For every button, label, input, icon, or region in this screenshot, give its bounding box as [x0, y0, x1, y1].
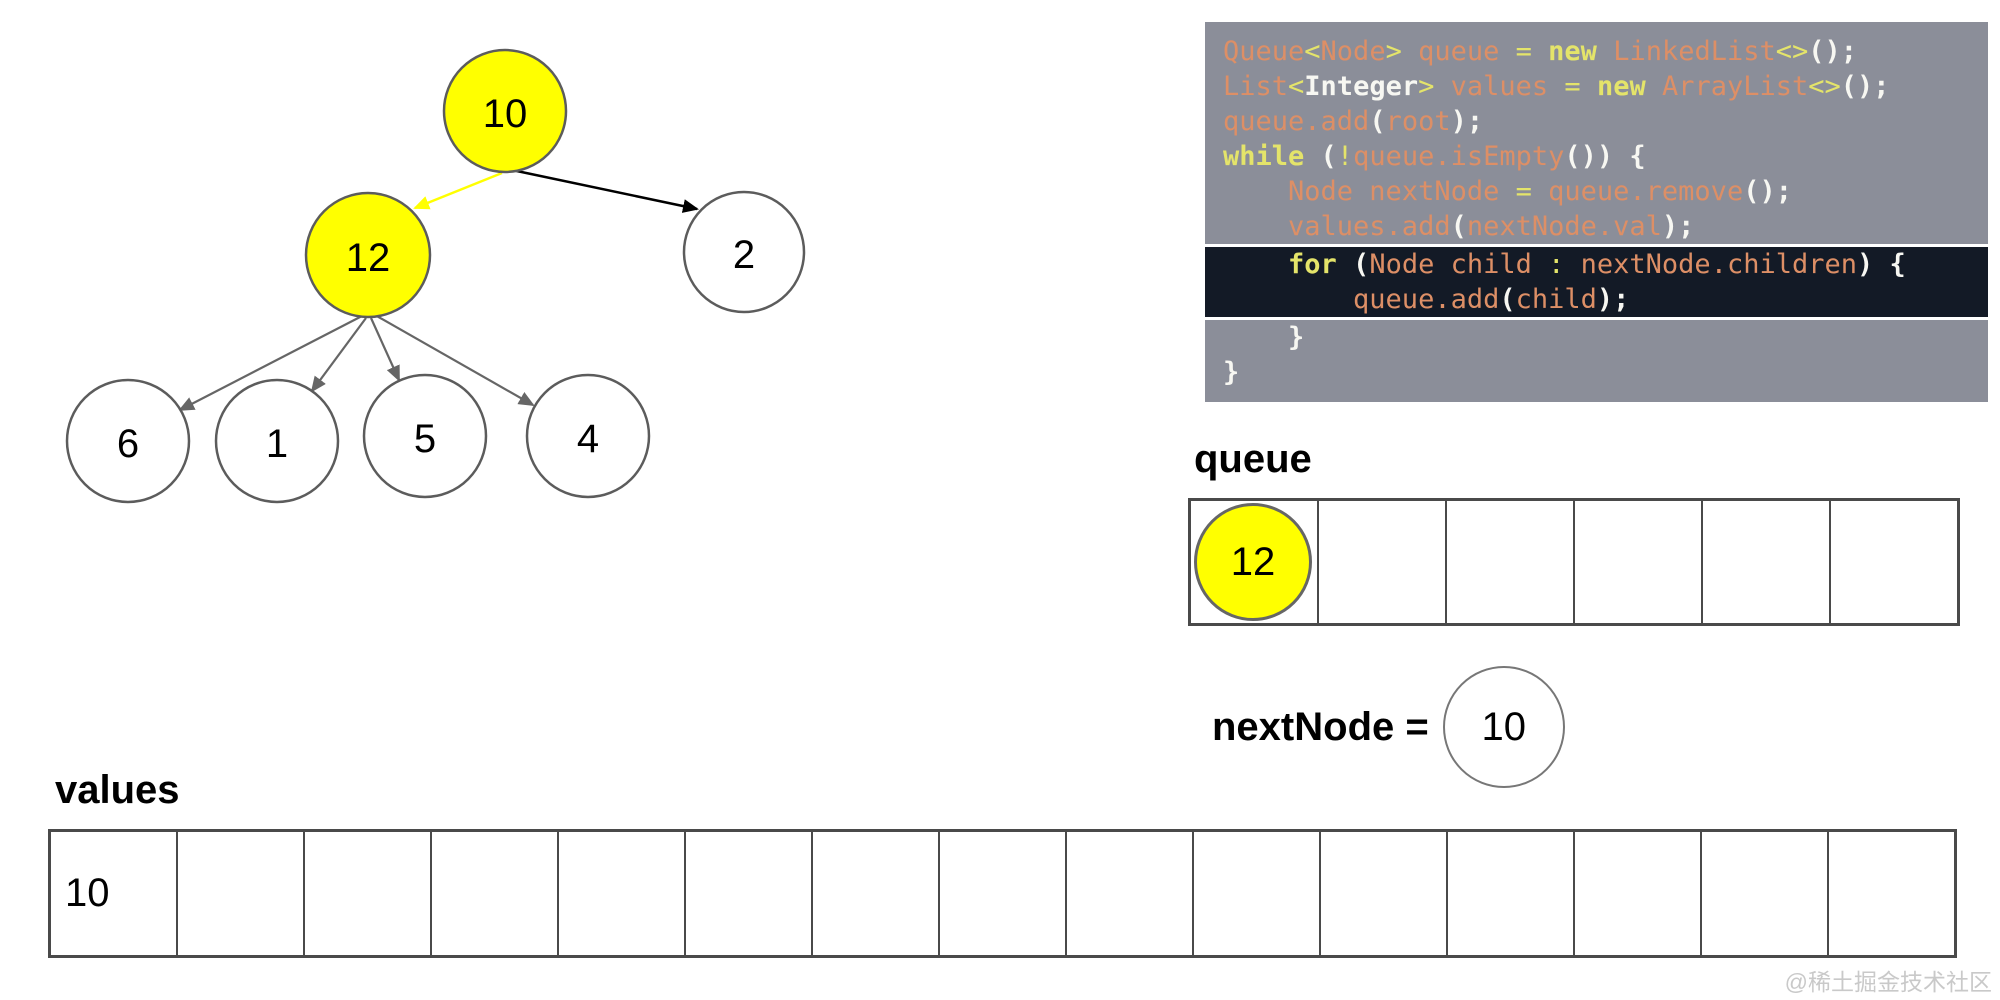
tree-node-12: 12 — [304, 191, 432, 319]
tree-node-6: 6 — [65, 378, 191, 504]
queue-cell — [1319, 501, 1447, 623]
queue-cell — [1575, 501, 1703, 623]
tree-node-5: 5 — [362, 373, 488, 499]
values-cell — [559, 832, 686, 955]
code-line: queue.add(child); — [1223, 284, 1630, 315]
tree-node-value: 12 — [346, 236, 391, 280]
tree-node-4: 4 — [525, 373, 651, 499]
next-node-label: nextNode = — [1212, 704, 1429, 749]
tree-edge — [310, 317, 367, 393]
tree-edge — [413, 171, 503, 210]
values-cell — [1829, 832, 1954, 955]
tree-node-value: 4 — [577, 417, 599, 461]
values-cell — [1702, 832, 1829, 955]
values-cell — [1067, 832, 1194, 955]
queue-cell — [1447, 501, 1575, 623]
tree-node-1: 1 — [214, 378, 340, 504]
tree-node-value: 2 — [733, 233, 755, 277]
queue-cell — [1831, 501, 1957, 623]
next-node-row: nextNode = 10 — [1212, 665, 1565, 789]
values-cell: 10 — [51, 832, 178, 955]
tree-node-value: 10 — [483, 92, 528, 136]
watermark: @稀土掘金技术社区 — [1784, 969, 1992, 995]
queue-item-circle: 12 — [1194, 503, 1312, 621]
tree-node-10: 10 — [442, 48, 568, 174]
code-highlighted-block: for (Node child : nextNode.children) { q… — [1205, 244, 1988, 320]
values-label: values — [55, 768, 180, 812]
values-cell — [432, 832, 559, 955]
code-line: } — [1223, 357, 1240, 388]
queue-cell — [1703, 501, 1831, 623]
queue-array: 12 — [1188, 498, 1960, 626]
values-cell — [1448, 832, 1575, 955]
code-line: Queue<Node> queue = new LinkedList<>(); — [1223, 36, 1858, 67]
values-cell — [1575, 832, 1702, 955]
values-cell — [305, 832, 432, 955]
tree-node-value: 1 — [266, 422, 288, 466]
code-line: Node nextNode = queue.remove(); — [1223, 176, 1792, 207]
next-node-circle: 10 — [1442, 666, 1565, 788]
values-cell — [178, 832, 305, 955]
code-line: List<Integer> values = new ArrayList<>()… — [1223, 71, 1890, 102]
tree-edge — [178, 315, 363, 411]
values-cell — [1194, 832, 1321, 955]
code-line: while (!queue.isEmpty()) { — [1223, 141, 1646, 172]
tree-edge — [374, 314, 535, 406]
tree-node-value: 6 — [117, 422, 139, 466]
tree-edge — [511, 168, 699, 213]
code-line: values.add(nextNode.val); — [1223, 211, 1695, 242]
tree-node-value: 5 — [414, 417, 436, 461]
values-cell — [940, 832, 1067, 955]
values-array: 10 — [48, 829, 1957, 958]
code-line: queue.add(root); — [1223, 106, 1484, 137]
code-line: for (Node child : nextNode.children) { — [1223, 249, 1906, 280]
queue-cell: 12 — [1191, 501, 1319, 623]
values-cell — [813, 832, 940, 955]
tree-edge — [369, 317, 401, 382]
code-line: } — [1223, 322, 1305, 353]
tree-node-2: 2 — [682, 190, 806, 314]
values-cell — [686, 832, 813, 955]
queue-label: queue — [1194, 437, 1312, 481]
code-panel: Queue<Node> queue = new LinkedList<>(); L… — [1205, 22, 1988, 402]
values-cell — [1321, 832, 1448, 955]
